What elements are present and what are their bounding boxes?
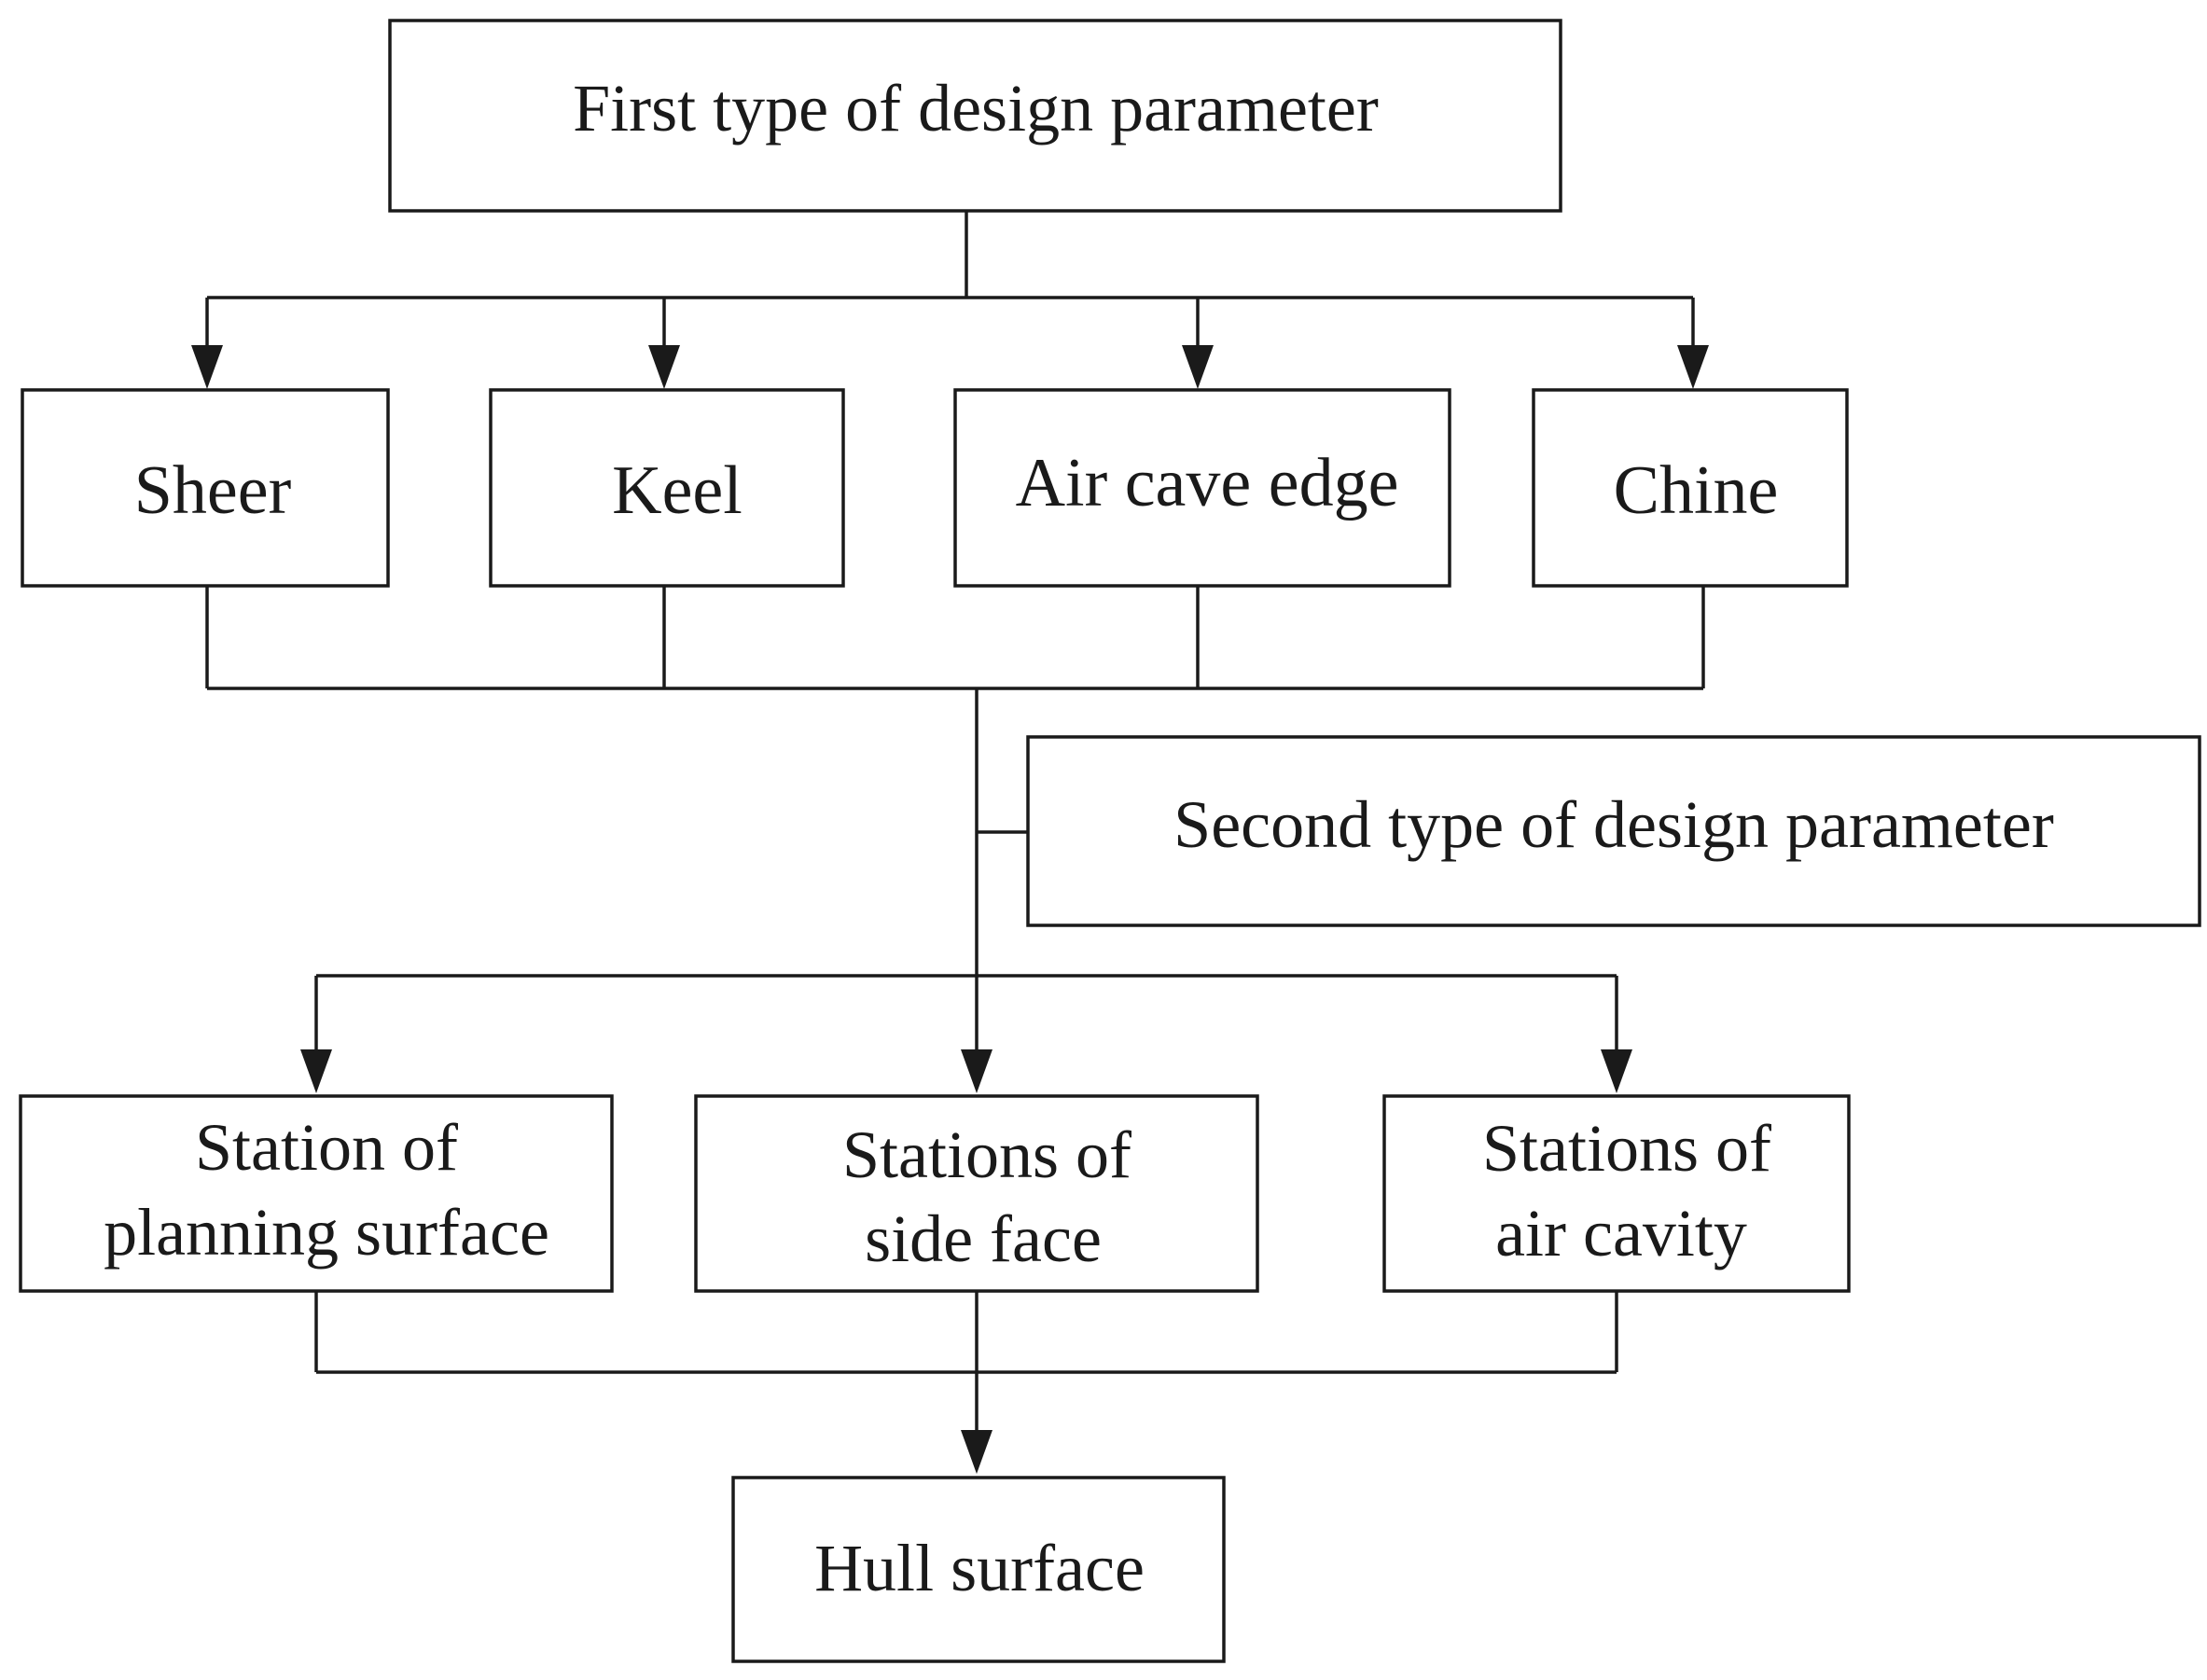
connector-first-to-level2 [191,211,1709,389]
node-hull-surface: Hull surface [731,1476,1226,1663]
node-stations-air: Stations of air cavity [1382,1094,1851,1293]
arrow-to-hull-surface [961,1430,992,1474]
node-first-type-label: First type of design parameter [573,71,1379,146]
node-sheer: Sheer [21,388,390,588]
node-stations-side-line2: side face [865,1201,1102,1276]
arrow-to-stations-air [1601,1049,1632,1093]
connector-level2-merge [205,586,1705,976]
node-chine: Chine [1532,388,1849,588]
node-chine-label: Chine [1614,452,1779,529]
node-keel: Keel [489,388,845,588]
node-station-planning: Station of planning surface [19,1094,614,1293]
connector-to-stations [300,974,1632,1093]
arrow-to-sheer [191,345,223,389]
node-second-type-label: Second type of design parameter [1173,787,2054,862]
node-air-cave-edge-label: Air cave edge [1016,445,1399,521]
node-first-type: First type of design parameter [388,19,1562,213]
node-second-type: Second type of design parameter [1026,735,2201,927]
node-stations-air-line1: Stations of [1482,1111,1771,1186]
arrow-to-station-planning [300,1049,332,1093]
node-hull-surface-label: Hull surface [814,1531,1145,1605]
node-stations-side-line1: Stations of [842,1118,1131,1192]
node-stations-air-line2: air cavity [1495,1196,1747,1270]
node-stations-side: Stations of side face [694,1094,1259,1293]
arrow-to-keel [648,345,680,389]
arrow-to-chine [1677,345,1709,389]
node-sheer-label: Sheer [134,452,292,529]
arrow-to-stations-side [961,1049,992,1093]
node-keel-label: Keel [612,452,743,529]
node-air-cave-edge: Air cave edge [953,388,1451,588]
connector-to-hull [314,1291,1618,1474]
node-station-planning-line2: planning surface [104,1195,549,1270]
arrow-to-air-cave-edge [1182,345,1214,389]
node-station-planning-line1: Station of [195,1110,458,1185]
